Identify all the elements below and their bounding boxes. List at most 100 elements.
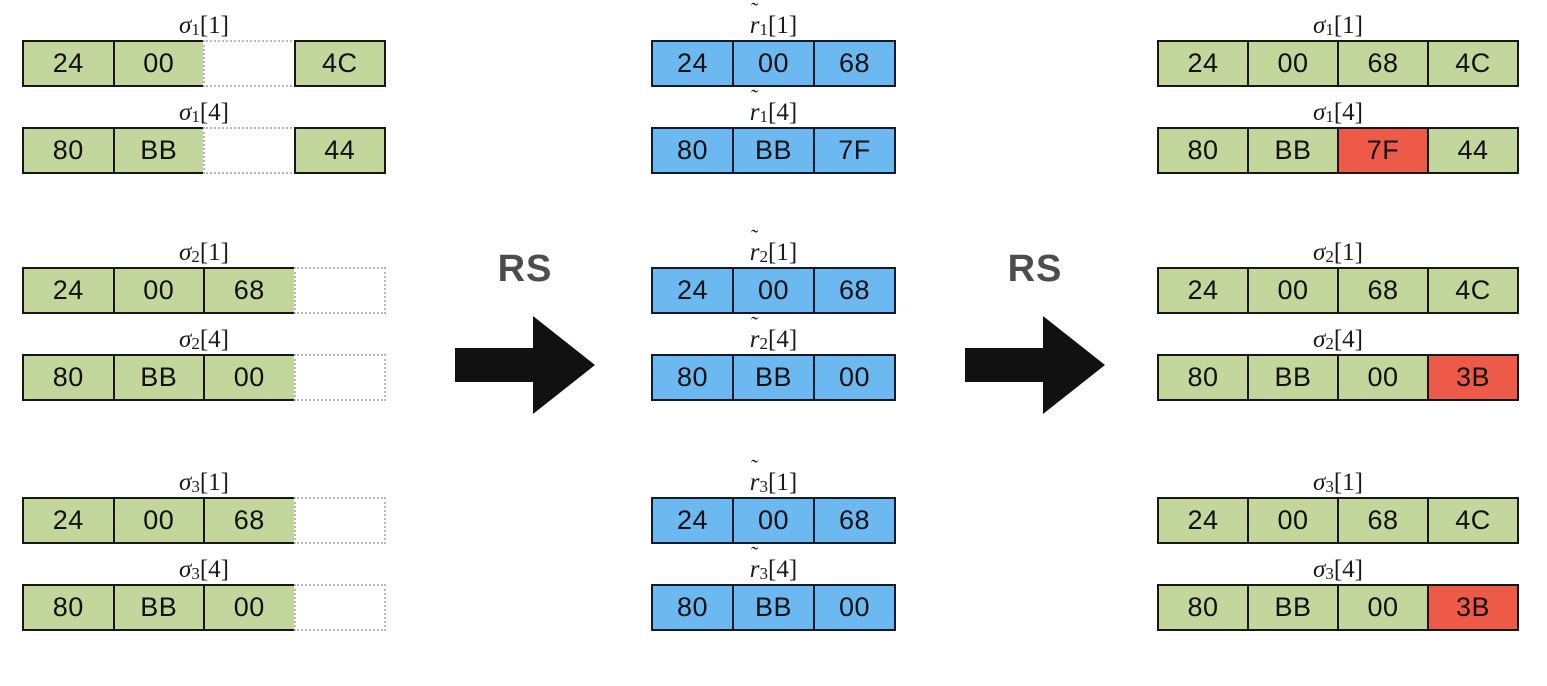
byte-cell[interactable]: 4C bbox=[1427, 497, 1519, 544]
byte-cell[interactable]: 68 bbox=[813, 267, 896, 314]
byte-cell[interactable]: 80 bbox=[651, 127, 734, 174]
byte-cell[interactable]: 00 bbox=[1337, 354, 1429, 401]
byte-cell-empty[interactable] bbox=[293, 354, 386, 401]
byte-cell-empty[interactable] bbox=[293, 497, 386, 544]
byte-cell-empty[interactable] bbox=[293, 267, 386, 314]
byte-cell[interactable]: BB bbox=[112, 584, 205, 631]
byte-cell[interactable]: 80 bbox=[22, 354, 115, 401]
byte-cell[interactable]: 00 bbox=[1247, 40, 1339, 87]
row-label-subscript: 2 bbox=[191, 247, 200, 266]
byte-cell[interactable]: 00 bbox=[1247, 267, 1339, 314]
byte-cell[interactable]: 80 bbox=[1157, 354, 1249, 401]
byte-cell[interactable]: 7F bbox=[813, 127, 896, 174]
byte-cell[interactable]: 80 bbox=[22, 127, 115, 174]
byte-cell[interactable]: 4C bbox=[1427, 40, 1519, 87]
row-label-subscript: 1 bbox=[191, 20, 200, 39]
byte-cell[interactable]: 00 bbox=[112, 40, 205, 87]
byte-cell[interactable]: 68 bbox=[1337, 267, 1429, 314]
byte-cell[interactable]: 80 bbox=[651, 354, 734, 401]
byte-cell[interactable]: 24 bbox=[22, 40, 115, 87]
byte-cell[interactable]: 00 bbox=[203, 584, 296, 631]
byte-cell[interactable]: 00 bbox=[813, 354, 896, 401]
byte-cell[interactable]: 24 bbox=[651, 497, 734, 544]
spacer bbox=[1157, 314, 1519, 322]
byte-cell[interactable]: 00 bbox=[732, 497, 815, 544]
row-label-subscript: 3 bbox=[191, 564, 200, 583]
byte-cell[interactable]: 68 bbox=[1337, 497, 1429, 544]
row-label-subscript: 3 bbox=[1325, 477, 1334, 496]
byte-cell[interactable]: BB bbox=[1247, 584, 1339, 631]
byte-cell[interactable]: BB bbox=[732, 354, 815, 401]
byte-cell[interactable]: BB bbox=[112, 127, 205, 174]
byte-cell[interactable]: 80 bbox=[1157, 127, 1249, 174]
row-label: r˜1[1] bbox=[651, 0, 896, 39]
row-label-index: [4] bbox=[1333, 326, 1363, 353]
byte-cell[interactable]: 00 bbox=[732, 40, 815, 87]
byte-cell[interactable]: BB bbox=[1247, 354, 1339, 401]
byte-cell[interactable]: 3B bbox=[1427, 354, 1519, 401]
byte-cell[interactable]: BB bbox=[1247, 127, 1339, 174]
byte-cell[interactable]: 00 bbox=[112, 267, 205, 314]
row-label-symbol: σ bbox=[179, 239, 192, 266]
byte-cell-empty[interactable] bbox=[203, 127, 296, 174]
row-label-index: [1] bbox=[768, 12, 798, 39]
byte-cell[interactable]: 68 bbox=[203, 267, 296, 314]
byte-cell[interactable]: 24 bbox=[651, 40, 734, 87]
byte-cell[interactable]: 24 bbox=[651, 267, 734, 314]
byte-cell[interactable]: BB bbox=[732, 584, 815, 631]
byte-cell[interactable]: 00 bbox=[203, 354, 296, 401]
byte-cell[interactable]: 00 bbox=[813, 584, 896, 631]
byte-cell-empty[interactable] bbox=[293, 584, 386, 631]
byte-cell[interactable]: 68 bbox=[813, 497, 896, 544]
byte-cell[interactable]: 24 bbox=[1157, 40, 1249, 87]
byte-cell[interactable]: 4C bbox=[1427, 267, 1519, 314]
row-label-symbol: σ bbox=[1313, 239, 1326, 266]
byte-cell[interactable]: 80 bbox=[651, 584, 734, 631]
byte-cell-empty[interactable] bbox=[203, 40, 296, 87]
byte-cell[interactable]: 80 bbox=[1157, 584, 1249, 631]
byte-cell[interactable]: 24 bbox=[1157, 497, 1249, 544]
row-label-subscript: 1 bbox=[1325, 20, 1334, 39]
byte-cell[interactable]: 68 bbox=[203, 497, 296, 544]
row-label-subscript: 3 bbox=[759, 477, 769, 496]
byte-cell[interactable]: 68 bbox=[813, 40, 896, 87]
byte-cell[interactable]: 80 bbox=[22, 584, 115, 631]
byte-cell[interactable]: 24 bbox=[1157, 267, 1249, 314]
byte-cell[interactable]: 44 bbox=[293, 127, 386, 174]
byte-cell[interactable]: 4C bbox=[293, 40, 386, 87]
byte-cell[interactable]: 00 bbox=[1337, 584, 1429, 631]
spacer bbox=[651, 544, 896, 552]
row-label-symbol: σ bbox=[179, 469, 192, 496]
byte-cell[interactable]: 3B bbox=[1427, 584, 1519, 631]
byte-cell[interactable]: 00 bbox=[1247, 497, 1339, 544]
byte-cell[interactable]: 00 bbox=[112, 497, 205, 544]
row-label-subscript: 3 bbox=[759, 564, 769, 583]
row-label-index: [4] bbox=[768, 326, 798, 353]
byte-cell[interactable]: 24 bbox=[22, 267, 115, 314]
byte-cell[interactable]: BB bbox=[112, 354, 205, 401]
byte-cell[interactable]: 00 bbox=[732, 267, 815, 314]
byte-cell[interactable]: 44 bbox=[1427, 127, 1519, 174]
byte-cell[interactable]: 68 bbox=[1337, 40, 1429, 87]
byte-cell[interactable]: BB bbox=[732, 127, 815, 174]
byte-cell[interactable]: 7F bbox=[1337, 127, 1429, 174]
byte-cell[interactable]: 24 bbox=[22, 497, 115, 544]
